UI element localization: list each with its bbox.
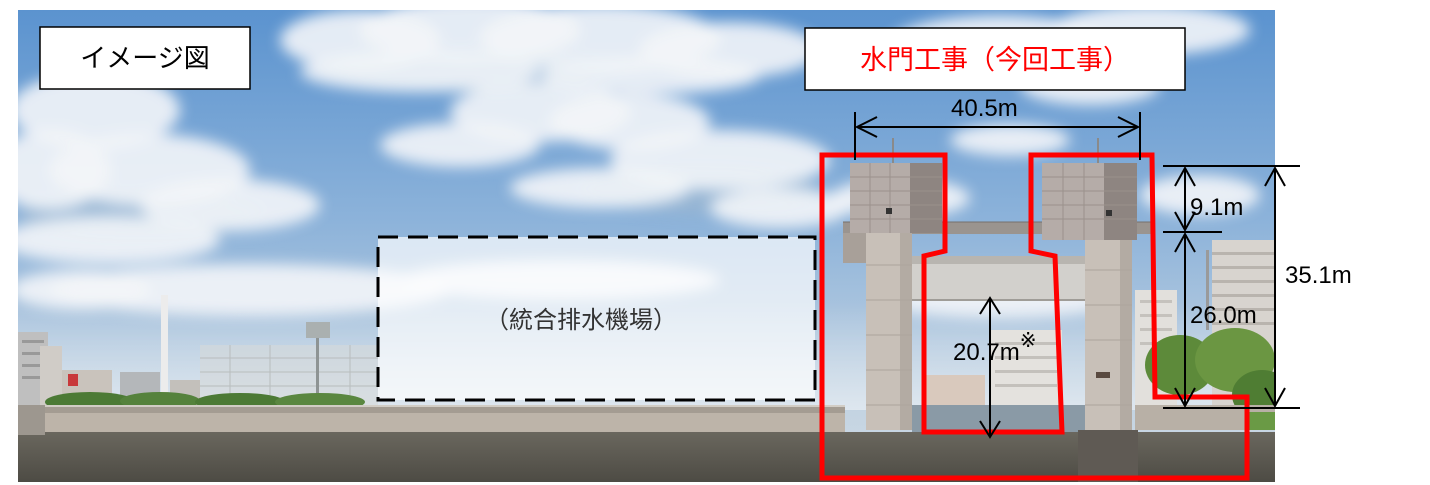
arrowhead xyxy=(1264,387,1286,409)
building-window-row xyxy=(22,340,44,343)
arrowhead xyxy=(854,116,878,138)
window-row xyxy=(995,342,1057,345)
window-row xyxy=(995,356,1057,359)
construction-scope-outline xyxy=(819,152,1250,481)
image-label: イメージ図 xyxy=(80,44,209,74)
left-tower-head xyxy=(850,163,910,233)
cloud xyxy=(380,123,540,167)
image-label-frame xyxy=(39,26,251,90)
tower-window xyxy=(1106,210,1112,216)
arrowhead xyxy=(979,420,1001,439)
clearance-value: 20.7m xyxy=(953,339,1020,366)
cloud xyxy=(510,168,690,208)
left-tower-head-shade xyxy=(910,163,942,233)
utility-pole xyxy=(1206,250,1209,330)
building-window-row xyxy=(22,364,44,367)
chimney xyxy=(161,295,168,405)
cloud xyxy=(710,188,850,228)
clearance-note-mark: ※ xyxy=(1020,330,1037,352)
project-label: 水門工事（今回工事） xyxy=(860,45,1130,76)
clouds xyxy=(18,10,1260,318)
cloud xyxy=(1140,175,1260,215)
tower-window xyxy=(886,208,892,214)
building-window-row xyxy=(22,376,44,379)
dike-face xyxy=(45,413,845,433)
cloud xyxy=(950,124,1070,156)
balcony-row xyxy=(1212,280,1275,283)
project-label-box: 水門工事（今回工事） xyxy=(804,27,1186,91)
cloud xyxy=(140,179,320,231)
arrowhead xyxy=(1174,211,1196,233)
balcony-row xyxy=(1212,252,1275,255)
arrowhead xyxy=(979,296,1001,315)
image-label-box: イメージ図 xyxy=(39,26,251,90)
cloud xyxy=(18,72,180,148)
cloud xyxy=(18,216,220,264)
cloud xyxy=(540,58,760,94)
balcony-row xyxy=(1212,308,1275,311)
pillar-sign xyxy=(1096,372,1110,378)
riverbank-grass xyxy=(1245,412,1275,430)
pumping-station-outline xyxy=(376,235,817,402)
cloud xyxy=(300,52,540,92)
window-row xyxy=(995,384,1057,387)
embankment xyxy=(18,405,1275,482)
right-tower-head-shade xyxy=(1104,163,1137,240)
pumping-station-label: （統合排水機場） xyxy=(485,306,677,334)
width-value: 40.5m xyxy=(951,95,1018,122)
gate-leaf-top xyxy=(912,256,1085,264)
water-gate-structure xyxy=(843,138,1155,482)
pillar-foundation xyxy=(1078,430,1138,482)
light-tower-pole xyxy=(316,332,319,405)
ground-left xyxy=(18,405,45,435)
right-skyline xyxy=(1135,240,1275,420)
balcony-row xyxy=(1212,266,1275,269)
dimension-width: 40.5m xyxy=(854,95,1141,160)
lower-height-value: 26.0m xyxy=(1190,302,1257,329)
dimension-heights: 9.1m 26.0m 35.1m xyxy=(1163,165,1352,409)
arrowhead xyxy=(1174,231,1196,253)
arrowhead xyxy=(1264,165,1286,187)
building xyxy=(40,346,62,406)
building xyxy=(925,375,985,407)
total-height-value: 35.1m xyxy=(1285,262,1352,289)
window-row xyxy=(995,370,1057,373)
arrowhead xyxy=(1117,116,1141,138)
upper-height-value: 9.1m xyxy=(1190,194,1243,221)
building-window-row xyxy=(22,352,44,355)
light-tower-head xyxy=(306,322,330,338)
left-pillar-shade xyxy=(900,233,912,430)
dimension-clearance: 20.7m※ xyxy=(953,296,1036,439)
cloud xyxy=(18,270,150,310)
clearance-value-text: 20.7m※ xyxy=(953,330,1036,366)
balcony-row xyxy=(1212,322,1275,325)
building-sign xyxy=(68,374,78,386)
arrowhead xyxy=(1174,387,1196,409)
tower-bracket xyxy=(843,233,866,263)
arrowhead xyxy=(1174,165,1196,187)
dike-top xyxy=(45,405,845,413)
balcony-row xyxy=(1212,294,1275,297)
right-tower-head xyxy=(1042,163,1104,240)
project-label-frame xyxy=(804,27,1186,91)
riverbed-ground xyxy=(18,432,1275,482)
